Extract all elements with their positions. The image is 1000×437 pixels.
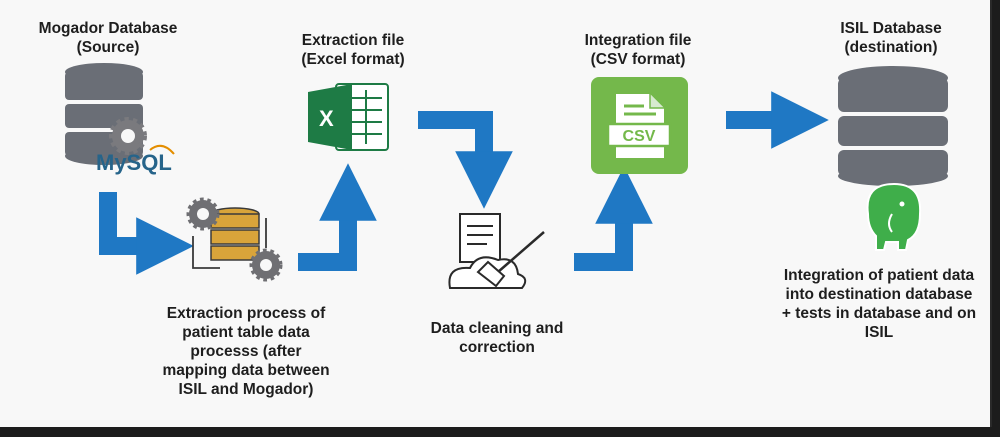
process-gear-icon-top [186, 197, 220, 231]
diagram-canvas: MySQL X [0, 0, 992, 427]
csv-icon-label: CSV [623, 128, 656, 145]
source-title: Mogador Database (Source) [38, 20, 178, 56]
gear-icon [109, 117, 147, 155]
process-cycle-arrow-icon [192, 218, 267, 269]
mysql-dolphin-mark [149, 144, 175, 155]
arrow-extraction-to-excel [298, 163, 377, 271]
arrow-source-to-extraction [99, 192, 194, 275]
mysql-logo: MySQL [96, 150, 172, 175]
arrow-excel-to-cleaning [418, 111, 513, 209]
cleaning-icon [448, 213, 545, 289]
destination-database-icon [838, 66, 948, 186]
extraction-file-title: Extraction file (Excel format) [301, 32, 405, 68]
destination-title: ISIL Database (destination) [840, 20, 942, 56]
diagram-artwork: MySQL X [65, 63, 948, 289]
process-gear-icon-bottom [249, 248, 283, 282]
integration-file-title: Integration file (CSV format) [584, 32, 692, 68]
csv-file-icon: CSV [591, 77, 688, 174]
destination-caption: Integration of patient data into destina… [781, 267, 977, 341]
arrow-cleaning-to-csv [574, 166, 653, 271]
excel-letter: X [319, 106, 334, 131]
extraction-process-caption: Extraction process of patient table data… [162, 305, 330, 398]
gold-database-icon [210, 207, 260, 261]
excel-icon: X [308, 83, 389, 151]
cleaning-caption: Data cleaning and correction [430, 320, 564, 356]
postgresql-elephant-icon [866, 182, 922, 251]
